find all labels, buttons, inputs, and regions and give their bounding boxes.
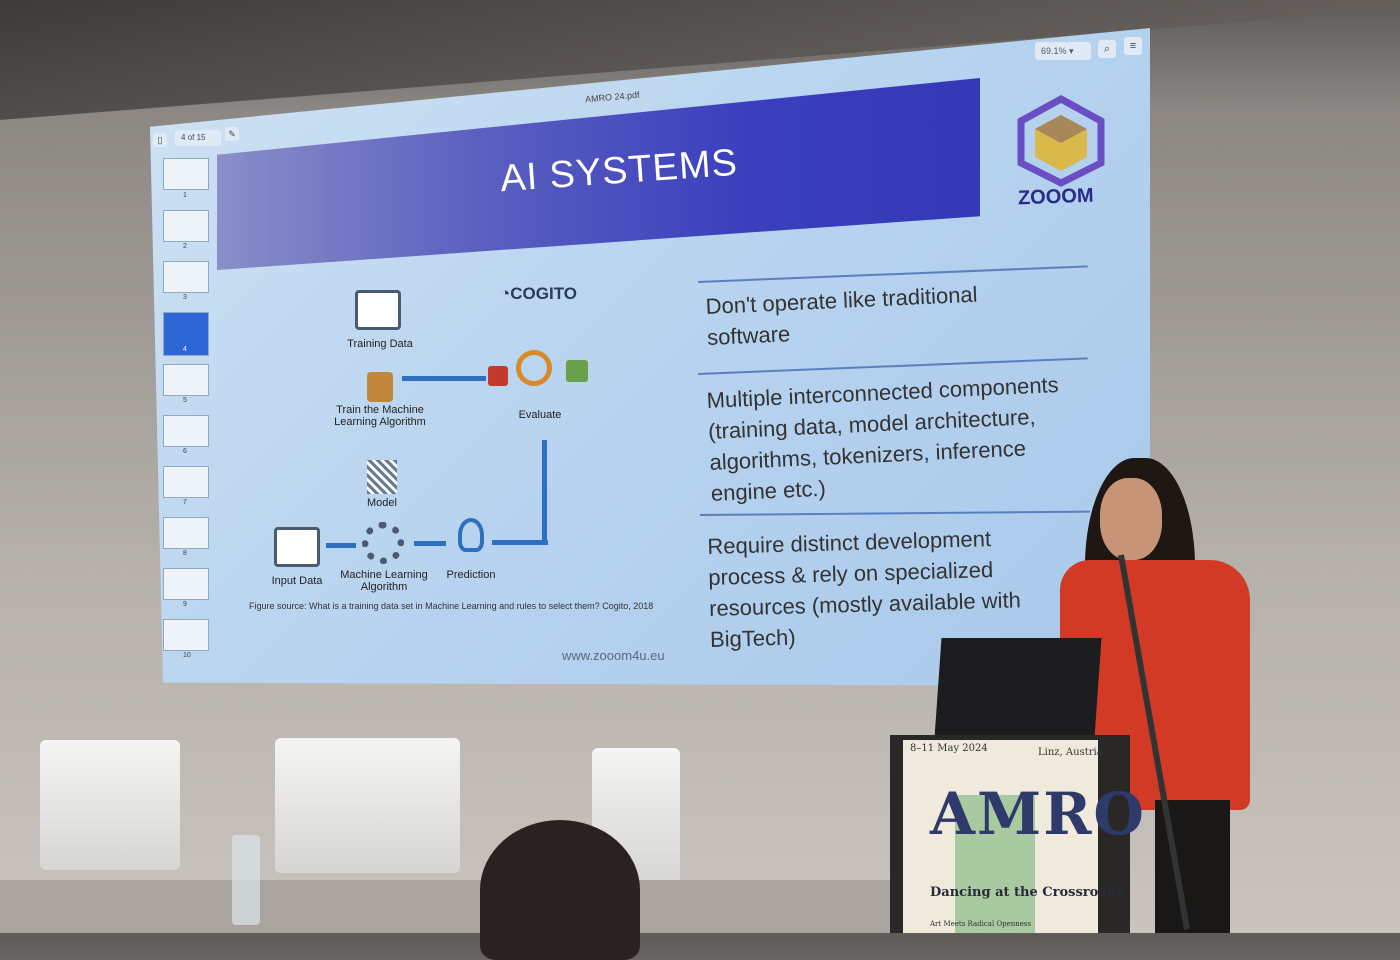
gears-icon: [362, 522, 404, 564]
thumbnail-page[interactable]: [163, 261, 209, 293]
current-page: 4: [181, 133, 186, 142]
zoom-value: 69.1%: [1041, 46, 1067, 56]
laptop: [934, 638, 1102, 738]
thumbnail-number: 1: [183, 192, 187, 199]
thumbnail-page-active[interactable]: [163, 312, 209, 356]
thumbs-up-icon: [566, 360, 588, 382]
diagram-label: Machine Learning Algorithm: [340, 569, 428, 593]
diagram-label: Evaluate: [518, 409, 562, 421]
diagram-label: Model: [367, 497, 397, 509]
input-data-icon: [274, 527, 320, 567]
thumbs-down-icon: [488, 366, 508, 386]
figure-source: Figure source: What is a training data s…: [249, 601, 654, 611]
zoom-dropdown[interactable]: 69.1% ▾: [1035, 42, 1091, 60]
chair: [40, 740, 180, 870]
thumbnail-page[interactable]: [163, 158, 209, 190]
thumbnail-number: 3: [183, 294, 187, 301]
water-carafe: [232, 835, 260, 925]
floor: [0, 880, 890, 933]
speaker-face: [1100, 478, 1162, 560]
poster-dates: 8–11 May 2024: [910, 743, 988, 754]
diagram-label: Training Data: [347, 338, 413, 350]
thumbnail-number: 10: [183, 652, 191, 659]
thumbnail-page[interactable]: [163, 568, 209, 600]
thumbnail-page[interactable]: [163, 364, 209, 396]
thumbnail-number: 4: [183, 346, 187, 353]
poster-location: Linz, Austria: [1038, 747, 1103, 758]
diagram-label: Train the Machine Learning Algorithm: [334, 404, 426, 428]
arrow-icon: [542, 440, 547, 544]
arrow-icon: [492, 540, 548, 545]
thumbnail-page[interactable]: [163, 466, 209, 498]
slide-url: www.zooom4u.eu: [562, 648, 665, 663]
thumbnail-sidebar: 1 2 3 4 5 6 7 8 9 10: [155, 150, 215, 685]
sidebar-toggle-icon[interactable]: ▯: [153, 133, 167, 147]
train-icon: [367, 372, 393, 402]
thumbnail-page[interactable]: [163, 619, 209, 651]
training-data-icon: [355, 290, 401, 330]
arrow-icon: [402, 376, 486, 381]
thumbnail-page[interactable]: [163, 210, 209, 242]
poster-graphic: [955, 795, 1035, 933]
audience-member: [480, 820, 640, 960]
search-icon[interactable]: ⌕: [1098, 40, 1116, 58]
cogito-logo: ◔COGITO: [500, 284, 578, 303]
magnifier-icon: [516, 350, 552, 386]
bullet-text: Multiple interconnected components (trai…: [706, 372, 1060, 506]
model-icon: [367, 460, 397, 494]
total-pages: of 15: [187, 133, 206, 142]
bullet-text: Require distinct development process & r…: [707, 526, 1022, 652]
thumbnail-number: 2: [183, 243, 187, 250]
pencil-icon[interactable]: ✎: [225, 127, 239, 141]
thumbnail-number: 6: [183, 448, 187, 455]
arrow-icon: [414, 541, 446, 546]
thumbnail-number: 7: [183, 499, 187, 506]
chair: [275, 738, 460, 873]
thumbnail-number: 5: [183, 397, 187, 404]
arrow-icon: [326, 543, 356, 548]
hamburger-icon[interactable]: ≡: [1124, 37, 1142, 55]
cogito-text: COGITO: [510, 284, 578, 303]
thumbnail-page[interactable]: [163, 517, 209, 549]
diagram-label: Input Data: [271, 575, 323, 587]
poster-subtitle: Dancing at the Crossroads: [930, 885, 1124, 900]
thumbnail-number: 8: [183, 550, 187, 557]
poster-logo: AMRO: [930, 780, 1146, 848]
thumbnail-number: 9: [183, 601, 187, 608]
zooom-logo-text: ZOOOM: [1017, 184, 1094, 210]
diagram-label: Prediction: [446, 569, 496, 581]
zooom-logo-icon: [1017, 95, 1105, 187]
lightbulb-icon: [458, 518, 484, 552]
thumbnail-page[interactable]: [163, 415, 209, 447]
poster-tagline: Art Meets Radical Openness: [930, 920, 1032, 928]
page-number-field[interactable]: 4 of 15: [175, 130, 221, 146]
